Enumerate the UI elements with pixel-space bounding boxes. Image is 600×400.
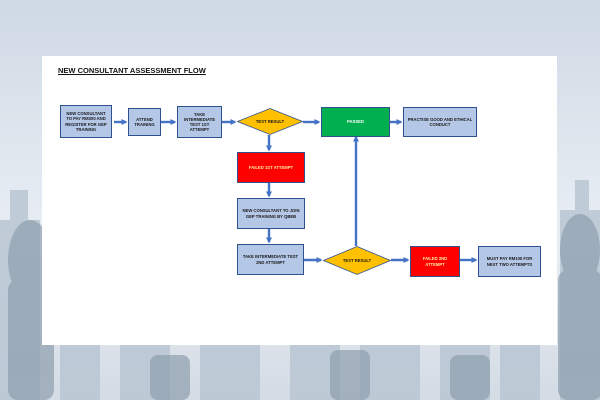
node-pay-register: NEW CONSULTANT TO PAY RM300 AND REGISTER… xyxy=(60,105,112,138)
node-take-test-1: TAKE INTERMEDIATE TEST 1ST ATTEMPT xyxy=(177,106,222,138)
node-attend-training: ATTEND TRAINING xyxy=(128,108,161,136)
node-take-test-2: TAKE INTERMEDIATE TEST 2ND ATTEMPT xyxy=(237,244,304,275)
node-test-result-1: TEST RESULT xyxy=(237,108,303,135)
node-pay-rm100: MUST PAY RM100 FOR NEXT TWO ATTEMPTS xyxy=(478,246,541,277)
flow-arrows xyxy=(114,119,478,263)
node-failed-1: FAILED 1ST ATTEMPT xyxy=(237,152,305,183)
flowchart-panel: NEW CONSULTANT ASSESSMENT FLOW NEW CONSU… xyxy=(42,56,557,345)
node-join-training: NEW CONSULTANT TO JOIN GEP TRAINING BY Q… xyxy=(237,198,305,229)
diagram-title: NEW CONSULTANT ASSESSMENT FLOW xyxy=(58,66,206,75)
node-failed-2: FAILED 2ND ATTEMPT xyxy=(410,246,460,277)
test-result-2-label: TEST RESULT xyxy=(342,257,372,263)
test-result-1-label: TEST RESULT xyxy=(255,118,285,124)
node-practise-conduct: PRACTISE GOOD AND ETHICAL CONDUCT xyxy=(403,107,477,137)
node-passed: PASSED xyxy=(321,107,390,137)
node-test-result-2: TEST RESULT xyxy=(323,246,391,275)
